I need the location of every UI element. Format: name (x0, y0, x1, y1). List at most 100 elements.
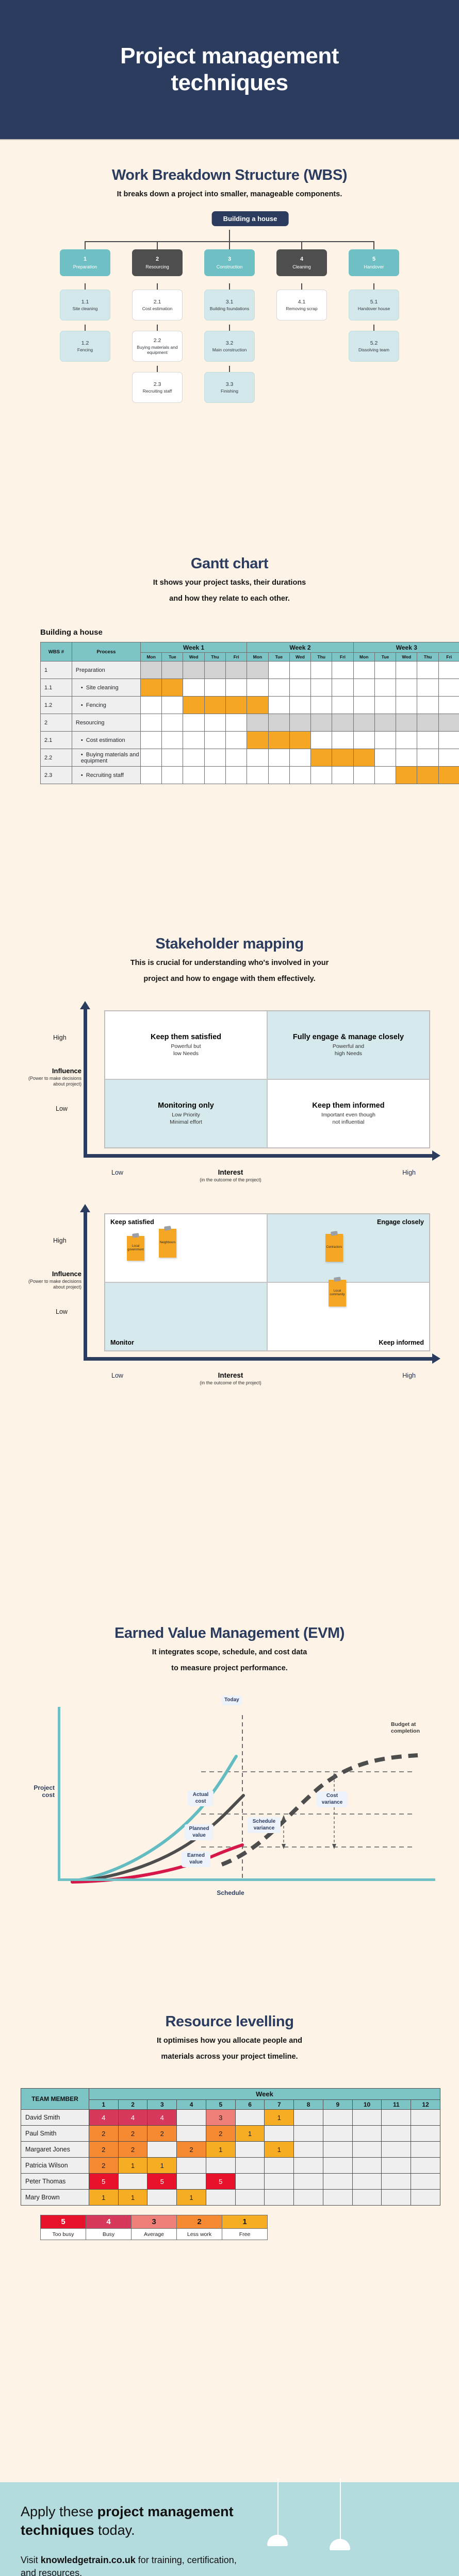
gantt-cell (204, 679, 226, 697)
wbs-connector-vertical (157, 325, 158, 331)
quadrant-desc-line2: high Needs (334, 1050, 363, 1057)
resource-cell (293, 2189, 323, 2206)
sticky-note-local-government[interactable]: Local government (127, 1236, 144, 1261)
gantt-cell (374, 661, 397, 680)
resource-cell (381, 2157, 412, 2174)
wbs-node-number: 2.1 (153, 298, 161, 305)
gantt-row-wbs: 2.2 (40, 749, 72, 767)
cta-copy: Apply these project management technique… (21, 2503, 242, 2576)
gantt-cell (140, 731, 162, 750)
cta-website-link[interactable]: knowledgetrain.co.uk (40, 2555, 136, 2566)
influence-high-label: High (53, 1237, 67, 1245)
gantt-cell (374, 731, 397, 750)
resource-cell: 2 (176, 2141, 206, 2158)
gantt-day-header: Tue (374, 652, 397, 662)
quadrant-keep-them-satisfied[interactable]: Keep them satisfied Powerful but low Nee… (105, 1011, 267, 1080)
schedule-variance-label: Schedule variance (248, 1817, 281, 1834)
pendant-lamp-shade-1 (267, 2535, 288, 2546)
gantt-col-process: Process (71, 642, 141, 662)
gantt-cell (374, 696, 397, 715)
resource-cell (264, 2125, 294, 2142)
gantt-cell (332, 714, 354, 732)
gantt-cell (417, 749, 439, 767)
wbs-connector-vertical (157, 241, 158, 250)
cta-headline-plain-1: Apply these (21, 2504, 97, 2519)
gantt-week-header: Week 2 (247, 642, 354, 653)
quadrant-desc-line1: Powerful and (332, 1043, 365, 1050)
wbs-connector-vertical (301, 241, 302, 250)
gantt-row-process: Cost estimation (71, 731, 141, 750)
quadrant-monitoring-only[interactable]: Monitoring only Low Priority Minimal eff… (105, 1079, 267, 1148)
gantt-day-header: Tue (268, 652, 290, 662)
gantt-cell (332, 749, 354, 767)
wbs-node-number: 4 (300, 256, 304, 262)
quadrant-keep-informed[interactable]: Keep informed Local community (267, 1280, 430, 1351)
actual-cost-curve (71, 1755, 238, 1883)
resource-cell (352, 2189, 382, 2206)
gantt-cell (247, 766, 269, 785)
pendant-lamp-cord-2 (340, 2478, 341, 2540)
resource-member-name: Mary Brown (21, 2189, 89, 2206)
interest-axis-title: Interest (218, 1371, 243, 1380)
quadrant-desc: Powerful and high Needs (333, 1043, 364, 1057)
gantt-cell (161, 731, 184, 750)
wbs-root-node[interactable]: Building a house (211, 211, 289, 227)
quadrant-title: Fully engage & manage closely (292, 1032, 404, 1041)
interest-low-label: Low (111, 1169, 123, 1177)
gantt-row-process: Resourcing (71, 714, 141, 732)
wbs-connector-vertical (301, 283, 302, 290)
interest-axis-arrow (84, 1353, 440, 1364)
gantt-table-caption: Building a house (40, 628, 103, 637)
interest-axis-title: Interest (218, 1168, 243, 1177)
gantt-cell (396, 749, 418, 767)
quadrant-engage-closely[interactable]: Engage closely Contractors (267, 1214, 430, 1283)
resource-cell: 3 (205, 2109, 236, 2126)
quadrant-keep-satisfied[interactable]: Keep satisfied Local government Neighbou… (105, 1214, 267, 1283)
resource-cell (264, 2189, 294, 2206)
resource-title: Resource levelling (165, 2013, 294, 2030)
gantt-cell (268, 696, 290, 715)
sticky-note-contractors[interactable]: Contractors (325, 1234, 343, 1262)
resource-cell (176, 2125, 206, 2142)
quadrant-desc: Important even though not influential (321, 1112, 375, 1126)
influence-axis-sub: (Power to make decisions about project) (28, 1279, 81, 1290)
quadrant-keep-them-informed[interactable]: Keep them informed Important even though… (267, 1079, 430, 1148)
gantt-cell (310, 731, 333, 750)
quadrant-fully-engage[interactable]: Fully engage & manage closely Powerful a… (267, 1011, 430, 1080)
pendant-lamp-shade-2 (330, 2539, 350, 2550)
gantt-row-wbs: 1 (40, 661, 72, 680)
gantt-cell (396, 714, 418, 732)
quadrant-monitor[interactable]: Monitor (105, 1282, 267, 1351)
wbs-section: Work Breakdown Structure (WBS) It breaks… (0, 140, 459, 526)
resource-cell (176, 2109, 206, 2126)
gantt-cell (289, 731, 312, 750)
sticky-note-local-community[interactable]: Local community (329, 1280, 346, 1307)
wbs-node-number: 1.2 (81, 340, 89, 346)
sticky-note-neighbours[interactable]: Neighbours (159, 1229, 176, 1258)
quadrant-desc: Low Priority Minimal effort (170, 1112, 202, 1126)
evm-y-axis (58, 1707, 60, 1882)
wbs-node-label: Removing scrap (286, 306, 318, 312)
gantt-cell (247, 696, 269, 715)
quadrant-label: Keep satisfied (110, 1218, 154, 1226)
